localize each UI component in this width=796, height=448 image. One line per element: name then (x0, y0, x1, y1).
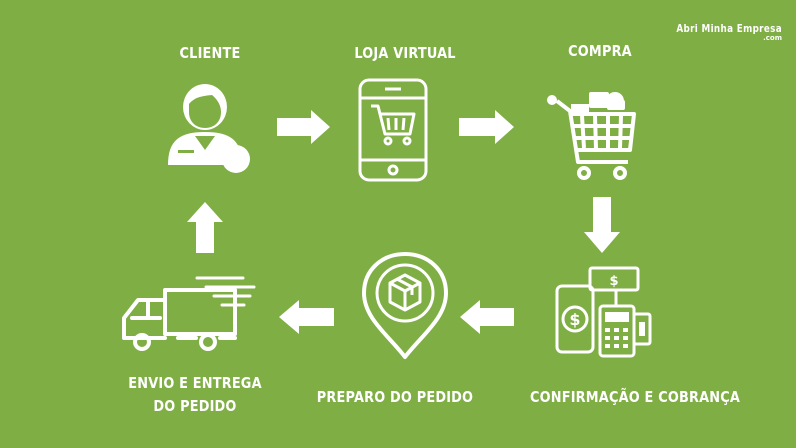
step-label-confirmacao: CONFIRMAÇÃO E COBRANÇA (529, 388, 741, 406)
arrow-right-icon (277, 110, 330, 144)
payment-icon: $ $ (555, 266, 652, 358)
shopping-cart-icon (547, 92, 636, 180)
step-label-cliente: CLIENTE (179, 44, 241, 62)
brand-suffix: .com (763, 34, 782, 42)
arrow-left-icon (460, 300, 514, 334)
arrow-right-icon (459, 110, 514, 144)
arrow-up-icon (187, 202, 223, 253)
step-label-preparo: PREPARO DO PEDIDO (316, 388, 474, 406)
customer-icon (168, 84, 250, 173)
arrow-left-icon (279, 300, 334, 334)
step-label-compra: COMPRA (568, 42, 632, 60)
package-pin-icon (362, 252, 448, 359)
delivery-truck-icon (122, 276, 256, 351)
step-label-envio-line1: ENVIO E ENTREGA (128, 374, 262, 392)
brand-logo: Abri Minha Empresa .com (650, 22, 782, 42)
svg-text:$: $ (609, 274, 618, 289)
brand-name: Abri Minha Empresa (676, 22, 782, 35)
step-label-envio-line2: DO PEDIDO (153, 397, 237, 415)
arrow-down-icon (584, 197, 620, 253)
svg-text:$: $ (569, 310, 580, 329)
mobile-shop-icon (358, 78, 428, 182)
step-label-loja-virtual: LOJA VIRTUAL (354, 44, 456, 62)
